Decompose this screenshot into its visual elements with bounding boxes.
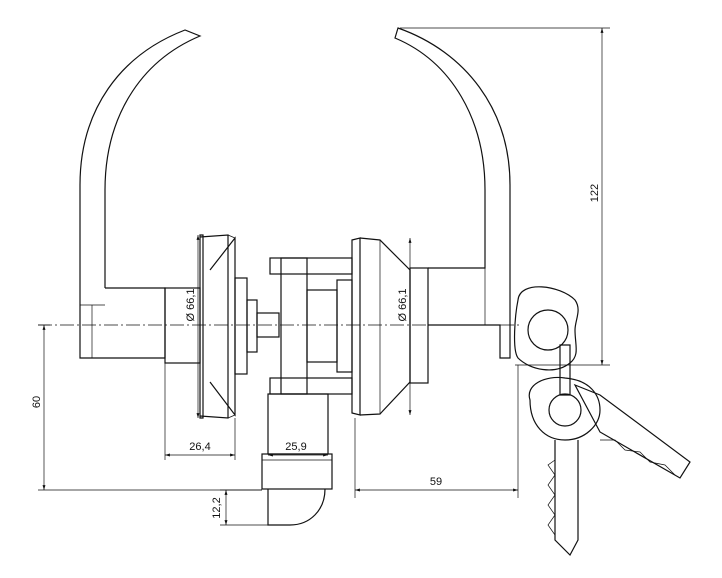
dim-rose-diameter-left-label: Ø 66,1 — [185, 288, 197, 321]
right-rose — [351, 237, 429, 416]
dim-latch-width-label: 25,9 — [285, 441, 306, 453]
dim-rose-depth-label: 26,4 — [189, 441, 210, 453]
dim-rose-diameter-right-label: Ø 66,1 — [397, 288, 409, 321]
dim-height-top-lines — [400, 27, 610, 366]
left-lever-handle — [79, 29, 202, 359]
latch-bolt — [261, 393, 333, 526]
dim-latch-projection-lines — [220, 489, 268, 526]
dim-backset-lines — [354, 365, 519, 498]
dim-latch-projection-label: 12,2 — [211, 497, 223, 518]
right-lever-handle — [394, 27, 511, 359]
keys-on-ring — [513, 286, 691, 556]
dim-height-axis-label: 60 — [31, 396, 43, 408]
dim-backset-label: 59 — [430, 476, 442, 488]
dim-height-top-label: 122 — [589, 184, 601, 202]
dim-rose-depth-lines — [164, 363, 236, 460]
lock-chassis — [256, 257, 353, 395]
left-rose — [164, 234, 258, 419]
